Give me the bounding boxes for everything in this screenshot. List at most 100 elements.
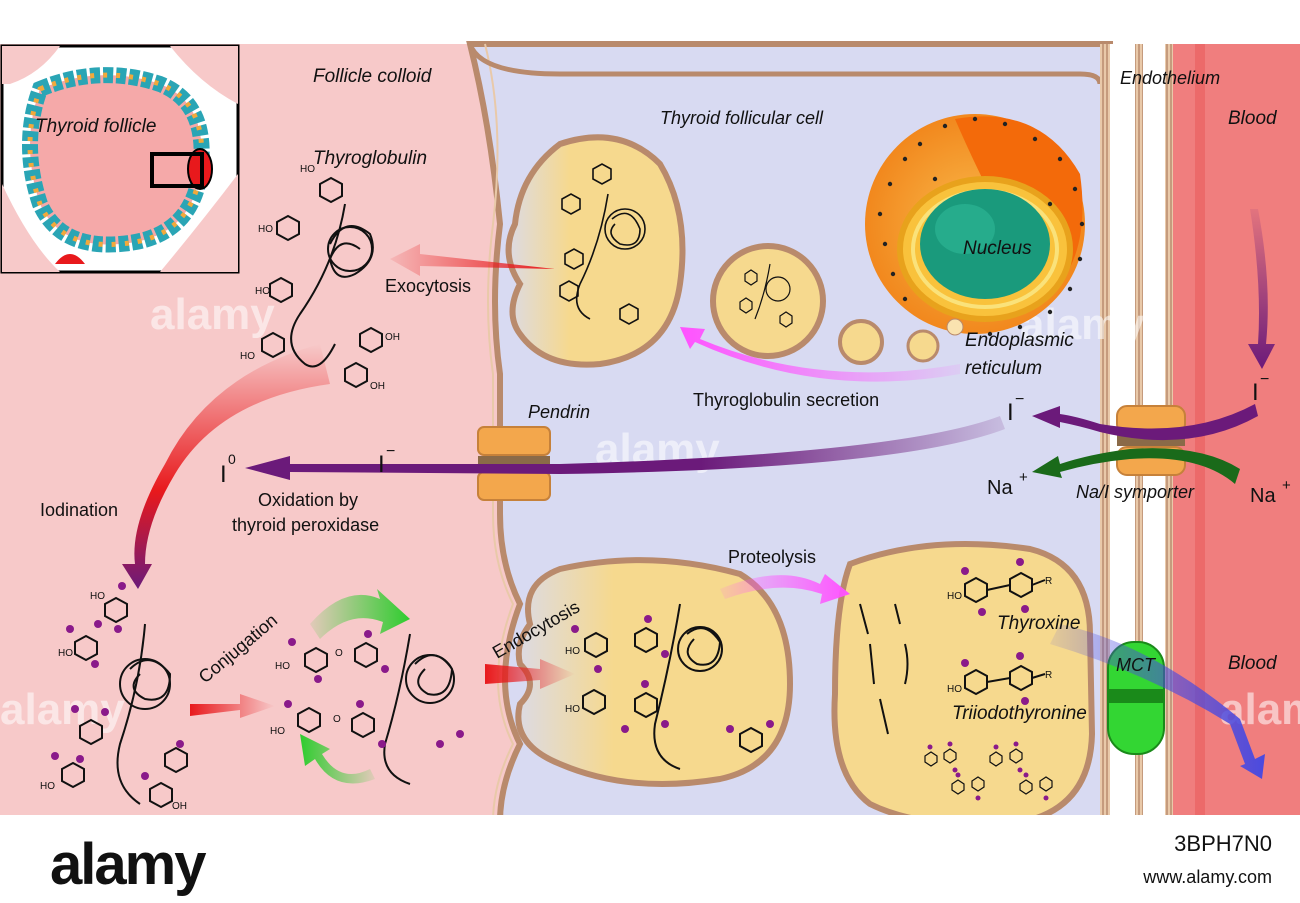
nucleus-er-complex xyxy=(865,114,1085,336)
iodine-zero-label: I xyxy=(220,461,227,488)
oxidation-arrow xyxy=(280,464,375,472)
ho-label: HO xyxy=(258,224,273,235)
watermark: alamy xyxy=(150,290,275,339)
sodium-charge-cell: + xyxy=(1019,469,1028,486)
conjugation-recycle-arrow-top xyxy=(310,589,410,639)
na-i-symporter-label: Na/I symporter xyxy=(1076,482,1195,502)
endoplasmic-label: Endoplasmic xyxy=(965,330,1074,351)
basal-membrane xyxy=(1100,44,1110,859)
hormone-release-arrow xyxy=(1050,624,1265,779)
symporter-iodide-arrow xyxy=(1032,404,1258,441)
thyroglobulin-secretion-label: Thyroglobulin secretion xyxy=(693,390,879,410)
ho-label: HO xyxy=(40,781,55,792)
o-label: O xyxy=(335,648,343,659)
iodinated-thyroglobulin xyxy=(61,596,188,809)
ho-label: HO xyxy=(58,648,73,659)
lysosome-vesicle xyxy=(831,541,1096,828)
ho-label: HO xyxy=(947,591,962,602)
endothelium-label: Endothelium xyxy=(1120,68,1220,88)
exocytosis-arrow xyxy=(390,244,555,276)
protein-fragments xyxy=(859,603,909,735)
blood-iodide-arrow xyxy=(1248,209,1275,369)
secretion-arrow xyxy=(680,327,960,382)
ho-label: HO xyxy=(565,704,580,715)
footer-url: www.alamy.com xyxy=(1143,867,1272,887)
ho-label: HO xyxy=(947,684,962,695)
ribosome-dots xyxy=(877,116,1085,337)
ho-label: HO xyxy=(300,164,315,175)
thyroxine-molecule xyxy=(964,571,1046,604)
oh-label: OH xyxy=(385,332,400,343)
top-cell-boundary xyxy=(467,43,1103,85)
thyroid-follicular-cell-label: Thyroid follicular cell xyxy=(660,108,824,128)
stock-footer: alamy 3BPH7N0 www.alamy.com xyxy=(0,815,1300,903)
free-hormones xyxy=(924,748,1053,795)
triiodothyronine-label: Triiodothyronine xyxy=(952,703,1087,724)
secretory-vesicle-small xyxy=(906,329,940,363)
iodine-atoms-endocytosed xyxy=(571,615,774,733)
thyroglobulin-label: Thyroglobulin xyxy=(313,148,427,169)
blood-edge xyxy=(1195,44,1205,859)
ho-label: HO xyxy=(255,286,270,297)
oh-label: OH xyxy=(172,801,187,812)
sodium-label-blood: Na xyxy=(1250,485,1276,507)
pendrin-label: Pendrin xyxy=(528,402,590,422)
r-label: R xyxy=(1045,670,1052,681)
iodide-to-colloid-arrow xyxy=(245,416,1005,480)
nucleus-label: Nucleus xyxy=(963,238,1032,259)
o-label: O xyxy=(333,714,341,725)
ho-label: HO xyxy=(565,646,580,657)
blood-label-bottom: Blood xyxy=(1228,653,1278,674)
iodide-charge-colloid: − xyxy=(386,443,395,460)
sodium-arrow xyxy=(1032,448,1240,484)
ho-label: HO xyxy=(240,351,255,362)
conjugation-recycle-arrow-bottom xyxy=(300,734,375,784)
endocytosed-thyroglobulin xyxy=(582,603,763,770)
blood-label-top: Blood xyxy=(1228,108,1278,129)
exocytosis-vesicle xyxy=(505,134,686,368)
secretory-vesicle-large xyxy=(710,243,826,359)
iodine-atoms-middle xyxy=(284,630,464,748)
thyroid-follicle-label: Thyroid follicle xyxy=(35,116,156,137)
iodide-charge-blood: − xyxy=(1260,371,1269,388)
sodium-label-cell: Na xyxy=(987,477,1013,499)
ho-label: HO xyxy=(275,661,290,672)
na-i-symporter-transporter xyxy=(1116,405,1186,476)
thyroxine-label: Thyroxine xyxy=(997,613,1080,634)
triiodothyronine-iodine-atoms xyxy=(961,652,1029,705)
iodide-label-colloid: I xyxy=(378,451,385,478)
endocytosis-arrow xyxy=(485,659,575,689)
sodium-charge-blood: + xyxy=(1282,477,1291,494)
thyroxine-iodine-atoms xyxy=(961,558,1029,616)
oxidation-label-line2: thyroid peroxidase xyxy=(232,515,379,535)
exocytosis-label: Exocytosis xyxy=(385,276,471,296)
reticulum-label: reticulum xyxy=(965,358,1042,379)
r-label: R xyxy=(1045,576,1052,587)
proteolysis-label: Proteolysis xyxy=(728,547,816,567)
pendrin-transporter xyxy=(477,426,551,501)
follicular-cell-membrane-inner xyxy=(484,43,515,860)
ho-label: HO xyxy=(270,726,285,737)
proteolysis-arrow xyxy=(720,574,850,604)
alamy-logo: alamy xyxy=(50,832,206,897)
thyroglobulin-in-vesicle xyxy=(559,163,646,325)
image-id: 3BPH7N0 xyxy=(1174,831,1272,856)
conjugation-arrow xyxy=(190,694,275,718)
secretory-vesicle-medium xyxy=(838,319,884,365)
free-hormone-iodine-atoms xyxy=(927,741,1049,801)
conjugated-thyroglobulin xyxy=(297,633,455,785)
iodination-label: Iodination xyxy=(40,500,118,520)
iodide-charge-cell: − xyxy=(1015,391,1024,408)
endocytosis-vesicle xyxy=(515,557,794,787)
thyroglobulin-molecule xyxy=(261,176,383,389)
iodide-label-cell: I xyxy=(1007,399,1014,426)
thyroglobulin-in-secretory-vesicle xyxy=(739,263,793,328)
inset-thyroid-follicle: Thyroid follicle xyxy=(0,44,240,274)
follicle-colloid-label: Follicle colloid xyxy=(313,66,433,87)
ho-label: HO xyxy=(90,591,105,602)
iodination-arrow xyxy=(122,344,330,589)
iodine-zero-sup: 0 xyxy=(228,451,236,467)
oh-label: OH xyxy=(370,381,385,392)
triiodothyronine-molecule xyxy=(964,664,1046,696)
